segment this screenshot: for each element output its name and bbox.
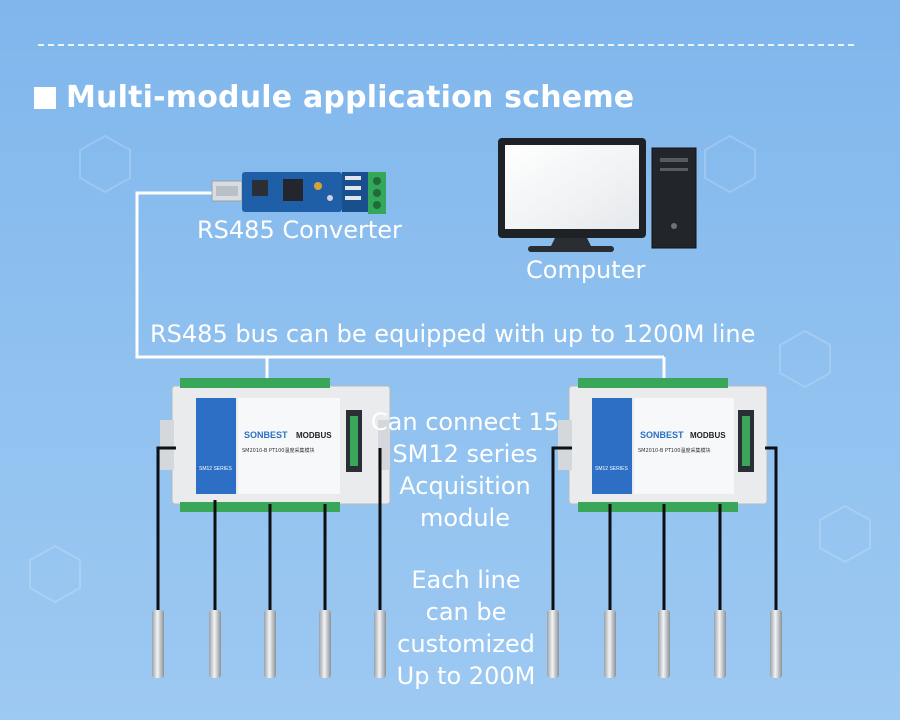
connect-line-3: Acquisition xyxy=(399,472,531,500)
module-1-model: SM2010-B PT100温度采集模块 xyxy=(242,447,314,454)
module-2-series: SM12 SERIES xyxy=(595,466,628,472)
acquisition-module-1 xyxy=(160,378,391,512)
module-1-series: SM12 SERIES xyxy=(199,466,232,472)
rs485-converter xyxy=(211,172,386,214)
temperature-probes xyxy=(152,610,782,678)
converter-label: RS485 Converter xyxy=(197,216,402,244)
line-note-1: Each line xyxy=(411,566,521,594)
section-title: Multi-module application scheme xyxy=(34,80,634,115)
connect-line-2: SM12 series xyxy=(392,440,538,468)
line-note-2: can be xyxy=(425,598,507,626)
bus-wiring xyxy=(135,191,666,382)
module-1-brand: SONBEST xyxy=(244,430,288,440)
connect-note: Can connect 15 SM12 series Acquisition m… xyxy=(365,406,565,534)
computer-label: Computer xyxy=(526,256,646,284)
acquisition-module-2 xyxy=(558,378,768,512)
line-note-4: Up to 200M xyxy=(396,662,536,690)
line-note: Each line can be customized Up to 200M xyxy=(366,564,566,692)
title-text: Multi-module application scheme xyxy=(66,80,635,115)
module-2-model: SM2010-B PT100温度采集模块 xyxy=(638,447,710,454)
hex-decoration xyxy=(29,134,871,604)
module-1-protocol: MODBUS xyxy=(296,431,332,440)
module-2-brand: SONBEST xyxy=(640,430,684,440)
bus-label: RS485 bus can be equipped with up to 120… xyxy=(150,320,756,348)
dashed-divider xyxy=(38,44,854,46)
computer-icon xyxy=(498,138,697,252)
connect-line-4: module xyxy=(420,504,510,532)
probe-cables xyxy=(156,446,778,612)
module-2-protocol: MODBUS xyxy=(690,431,726,440)
square-bullet-icon xyxy=(34,86,56,109)
line-note-3: customized xyxy=(397,630,535,658)
connect-line-1: Can connect 15 xyxy=(370,408,560,436)
